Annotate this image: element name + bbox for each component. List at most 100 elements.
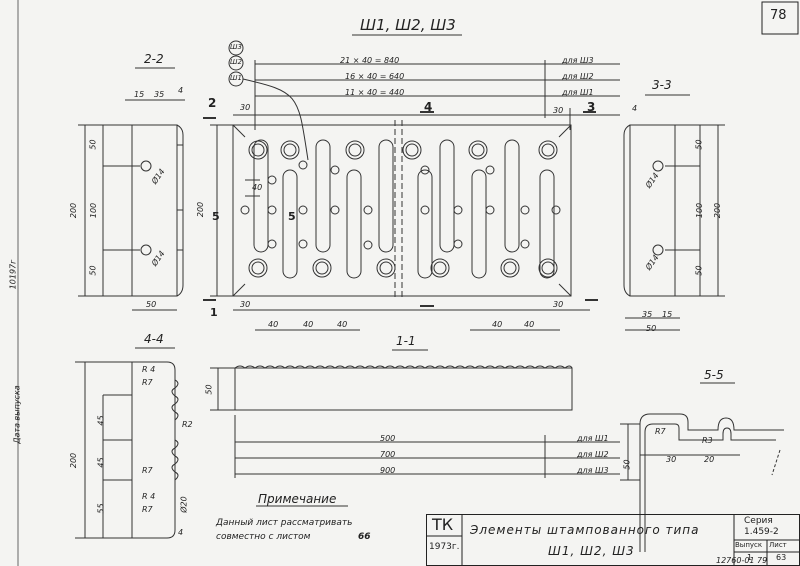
mark-balloon-w3: [228, 40, 244, 56]
s44-dim-45a: 45: [96, 415, 106, 426]
s11-length-500: 500: [380, 434, 396, 443]
section-2-2-label: 2-2: [144, 52, 164, 66]
section-3-3-label: 3-3: [652, 78, 672, 92]
list-label: Лист: [769, 541, 787, 549]
s22-dim-35: 35: [154, 90, 165, 99]
s33-dim-15: 15: [662, 310, 673, 319]
s22-dim-200: 200: [69, 202, 79, 219]
dim-w1-for: для Ш1: [562, 88, 594, 97]
s33-dim-200: 200: [713, 202, 723, 219]
series-value: 1.459-2: [744, 527, 779, 537]
s33-dim-100: 100: [695, 202, 705, 219]
s44-dim-4: 4: [178, 528, 184, 537]
dim-w2-for: для Ш2: [562, 72, 594, 81]
note-line-1: Данный лист рассматривать: [216, 518, 353, 528]
s55-dim-50: 50: [622, 459, 632, 470]
s11-for-w2: для Ш2: [577, 450, 609, 459]
s44-hole-20: Ø20: [179, 496, 189, 513]
dim-w3-length: 21 × 40 = 840: [340, 56, 400, 65]
plan-dim-200: 200: [196, 201, 206, 218]
s55-dim-20: 20: [704, 455, 715, 464]
section-4-4-label: 4-4: [144, 332, 164, 346]
mark-w3: Ш3: [230, 43, 242, 51]
s11-dim-50: 50: [204, 384, 214, 395]
note-line-2: совместно с листом: [216, 532, 311, 542]
series-label: Серия: [744, 516, 773, 526]
main-title: Ш1, Ш2, Ш3: [360, 16, 456, 34]
section-marker-4: 4: [424, 100, 433, 114]
section-marker-1: 1: [210, 306, 218, 319]
s44-dim-200: 200: [69, 452, 79, 469]
section-2-2: [78, 67, 185, 311]
plan-dim-40-c: 40: [337, 320, 348, 329]
s22-dim-100: 100: [89, 202, 99, 219]
s44-r2: R2: [182, 420, 193, 429]
section-1-1-label: 1-1: [396, 334, 416, 348]
issue-value: 1: [747, 553, 753, 562]
title-line-2: Ш1, Ш2, Ш3: [548, 544, 635, 558]
dim-w2-length: 16 × 40 = 640: [345, 72, 405, 81]
dim-w3-for: для Ш3: [562, 56, 594, 65]
s55-r7: R7: [655, 427, 666, 436]
note-heading: Примечание: [258, 492, 337, 506]
s11-length-700: 700: [380, 450, 396, 459]
s33-dim-35: 35: [642, 310, 653, 319]
section-3-3: [623, 94, 725, 331]
plan-dim-40-b: 40: [303, 320, 314, 329]
s33-dim-50a: 50: [694, 139, 704, 150]
mark-w2: Ш2: [230, 58, 242, 66]
s55-r3: R3: [702, 436, 713, 445]
s22-dim-4: 4: [178, 86, 184, 95]
s44-r7-c: R7: [142, 505, 153, 514]
margin-code: 10197г: [8, 259, 18, 290]
plan-dim-40-a: 40: [268, 320, 279, 329]
plan-dim-40-d: 40: [492, 320, 503, 329]
section-4-4: [75, 347, 179, 539]
plan-dim-30-end: 30: [553, 300, 564, 309]
section-5-5-label: 5-5: [704, 368, 724, 382]
year: 1973г.: [429, 542, 460, 552]
s33-dim-50-bottom: 50: [646, 324, 657, 333]
title-line-1: Элементы штампованного типа: [470, 523, 700, 537]
sheet-number: 78: [770, 8, 787, 23]
mark-balloon-w2: [228, 55, 244, 71]
note-sheet-ref: 66: [358, 532, 371, 542]
s11-for-w1: для Ш1: [577, 434, 609, 443]
s11-for-w3: для Ш3: [577, 466, 609, 475]
margin-date-label: Дата выпуска: [12, 385, 22, 444]
section-marker-2: 2: [208, 96, 217, 110]
s44-dim-45b: 45: [96, 457, 106, 468]
footer-code: 12760-01 79: [716, 556, 768, 565]
s33-dim-50b: 50: [694, 265, 704, 276]
issue-label: Выпуск: [735, 541, 763, 549]
plan-dim-30: 30: [240, 300, 251, 309]
section-marker-3: 3: [587, 100, 596, 114]
sheet-number-box: [761, 1, 799, 35]
list-value: 63: [776, 553, 787, 562]
s22-dim-15: 15: [134, 90, 145, 99]
s22-dim-50-bottom: 50: [146, 300, 157, 309]
s44-r7-a: R7: [142, 378, 153, 387]
dim-w1-length: 11 × 40 = 440: [345, 88, 405, 97]
dim-30-right: 30: [553, 106, 564, 115]
s44-r4-b: R 4: [142, 492, 156, 501]
org-code: ТК: [432, 515, 454, 534]
s22-dim-50b: 50: [88, 265, 98, 276]
s55-dim-30: 30: [666, 455, 677, 464]
section-5-5: [620, 382, 784, 552]
s11-length-900: 900: [380, 466, 396, 475]
s22-dim-50a: 50: [88, 139, 98, 150]
dim-30-left: 30: [240, 103, 251, 112]
s44-dim-55: 55: [96, 503, 106, 514]
s33-dim-4: 4: [632, 104, 638, 113]
plan-dim-40-e: 40: [524, 320, 535, 329]
s44-r4-a: R 4: [142, 365, 156, 374]
s44-r7-b: R7: [142, 466, 153, 475]
section-marker-5-inner: 5: [288, 210, 296, 223]
section-1-1: [210, 349, 620, 478]
plan-view: [232, 120, 572, 300]
mark-w1: Ш1: [230, 74, 242, 82]
section-marker-5: 5: [212, 210, 220, 223]
